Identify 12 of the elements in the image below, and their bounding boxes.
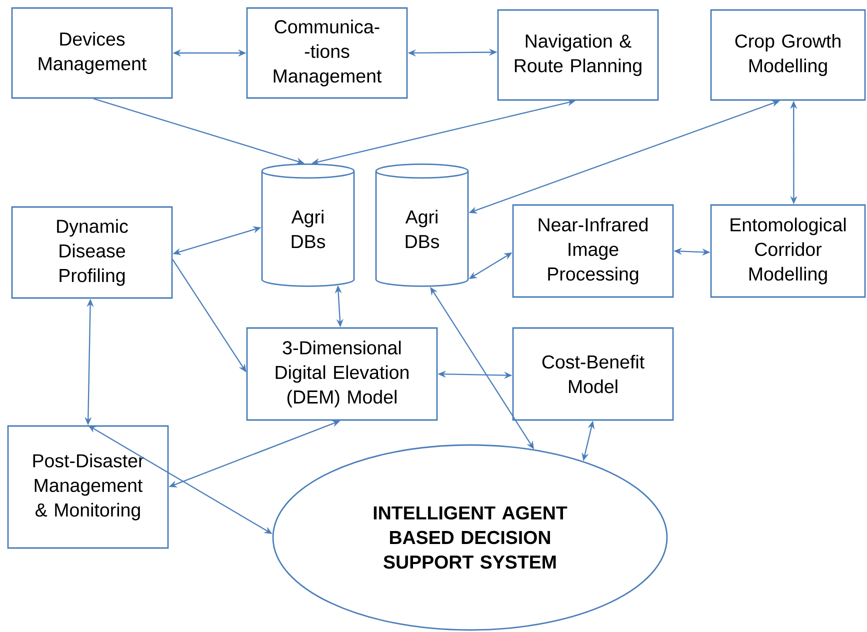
process-box: Devices Management [11,7,173,99]
process-box: Entomological Corridor Modelling [710,204,866,298]
database-cylinder: Agri DBs [375,164,469,287]
process-box: Navigation & Route Planning [497,9,659,101]
process-box: 3-Dimensional Digital Elevation (DEM) Model [246,327,438,421]
process-box: Dynamic Disease Profiling [11,206,173,299]
process-box: Near-Infrared Image Processing [512,204,674,298]
process-box: Communica- -tions Management [246,7,408,99]
database-cylinder: Agri DBs [261,164,355,287]
process-box: Post-Disaster Management & Monitoring [7,425,169,549]
process-box: Crop Growth Modelling [710,9,866,101]
process-box: Cost-Benefit Model [512,327,674,421]
